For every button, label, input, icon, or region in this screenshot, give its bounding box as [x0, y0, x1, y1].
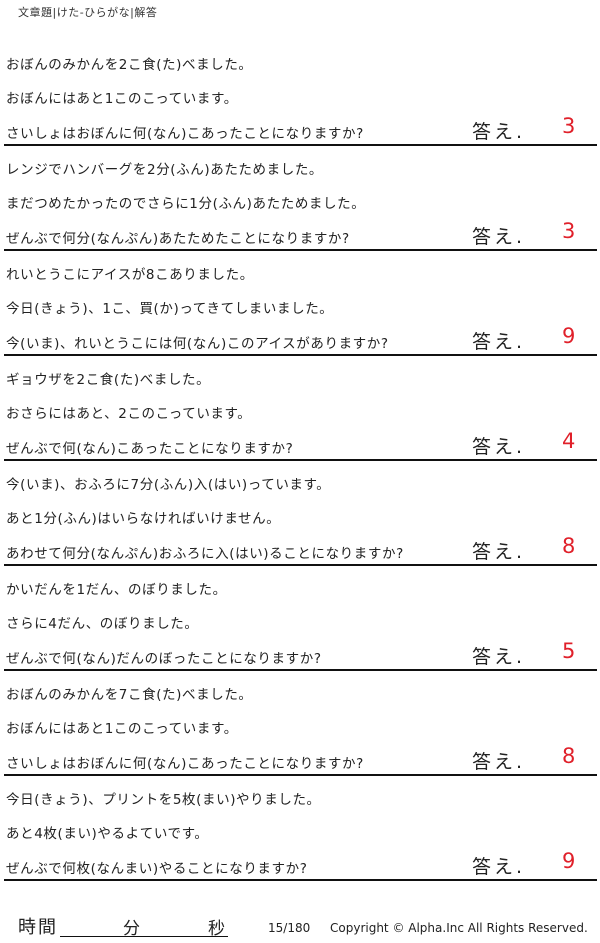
time-label: 時間 [18, 917, 58, 938]
answer-label: 答え. [472, 121, 526, 143]
divider [4, 144, 597, 146]
problem-question: ぜんぶで何(なん)だんのぼったことになりますか? [6, 651, 322, 667]
answer-value: 3 [562, 219, 576, 243]
answer-value: 9 [562, 849, 576, 873]
answer-label: 答え. [472, 226, 526, 248]
answer-label: 答え. [472, 436, 526, 458]
divider [4, 249, 597, 251]
answer-label: 答え. [472, 331, 526, 353]
divider [4, 564, 597, 566]
problem-line: おぼんにはあと1このこっています。 [6, 91, 238, 107]
seconds-label: 秒 [208, 919, 225, 939]
divider [4, 459, 597, 461]
copyright-notice: Copyright © Alpha.Inc All Rights Reserve… [330, 921, 588, 935]
problem-6: かいだんを1だん、のぼりました。 さらに4だん、のぼりました。 ぜんぶで何(なん… [0, 563, 600, 671]
problem-line: れいとうこにアイスが8こありました。 [6, 267, 254, 283]
problem-line: おぼんのみかんを7こ食(た)べました。 [6, 687, 253, 703]
answer-value: 9 [562, 324, 576, 348]
problem-question: ぜんぶで何枚(なんまい)やることになりますか? [6, 861, 308, 877]
problem-7: おぼんのみかんを7こ食(た)べました。 おぼんにはあと1このこっています。 さい… [0, 668, 600, 776]
problem-line: さらに4だん、のぼりました。 [6, 616, 199, 632]
problem-question: 今(いま)、れいとうこには何(なん)このアイスがありますか? [6, 336, 389, 352]
answer-label: 答え. [472, 856, 526, 878]
problem-line: あと4枚(まい)やるよていです。 [6, 826, 209, 842]
answer-value: 5 [562, 639, 576, 663]
answer-value: 8 [562, 744, 576, 768]
problem-question: ぜんぶで何(なん)こあったことになりますか? [6, 441, 294, 457]
problem-line: まだつめたかったのでさらに1分(ふん)あたためました。 [6, 196, 366, 212]
problem-line: 今日(きょう)、プリントを5枚(まい)やりました。 [6, 792, 321, 808]
problem-line: 今(いま)、おふろに7分(ふん)入(はい)っています。 [6, 477, 331, 493]
problem-2: レンジでハンバーグを2分(ふん)あたためました。 まだつめたかったのでさらに1分… [0, 143, 600, 251]
answer-label: 答え. [472, 751, 526, 773]
divider [4, 879, 597, 881]
problem-3: れいとうこにアイスが8こありました。 今日(きょう)、1こ、買(か)ってきてしま… [0, 248, 600, 356]
problem-line: ギョウザを2こ食(た)べました。 [6, 372, 211, 388]
worksheet-title: 文章題|けた-ひらがな|解答 [18, 6, 158, 19]
problem-1: おぼんのみかんを2こ食(た)べました。 おぼんにはあと1このこっています。 さい… [0, 38, 600, 146]
divider [4, 774, 597, 776]
answer-value: 8 [562, 534, 576, 558]
answer-value: 4 [562, 429, 576, 453]
problem-question: さいしょはおぼんに何(なん)こあったことになりますか? [6, 126, 364, 142]
problem-line: レンジでハンバーグを2分(ふん)あたためました。 [6, 162, 324, 178]
answer-label: 答え. [472, 541, 526, 563]
problem-question: ぜんぶで何分(なんぷん)あたためたことになりますか? [6, 231, 350, 247]
page-number: 15/180 [268, 921, 311, 935]
answer-label: 答え. [472, 646, 526, 668]
time-entry-line [60, 936, 228, 937]
problem-question: あわせて何分(なんぷん)おふろに入(はい)ることになりますか? [6, 546, 404, 562]
minutes-label: 分 [123, 919, 140, 939]
problem-line: 今日(きょう)、1こ、買(か)ってきてしまいました。 [6, 301, 334, 317]
divider [4, 669, 597, 671]
problem-4: ギョウザを2こ食(た)べました。 おさらにはあと、2このこっています。 ぜんぶで… [0, 353, 600, 461]
problem-line: おぼんのみかんを2こ食(た)べました。 [6, 57, 253, 73]
problem-line: かいだんを1だん、のぼりました。 [6, 582, 227, 598]
answer-value: 3 [562, 114, 576, 138]
problem-line: おさらにはあと、2このこっています。 [6, 406, 252, 422]
footer: 時間 分 秒 15/180 Copyright © Alpha.Inc All … [0, 912, 600, 942]
problem-line: おぼんにはあと1このこっています。 [6, 721, 238, 737]
divider [4, 354, 597, 356]
problem-8: 今日(きょう)、プリントを5枚(まい)やりました。 あと4枚(まい)やるよていで… [0, 773, 600, 881]
problem-5: 今(いま)、おふろに7分(ふん)入(はい)っています。 あと1分(ふん)はいらな… [0, 458, 600, 566]
problem-question: さいしょはおぼんに何(なん)こあったことになりますか? [6, 756, 364, 772]
problem-line: あと1分(ふん)はいらなければいけません。 [6, 511, 281, 527]
